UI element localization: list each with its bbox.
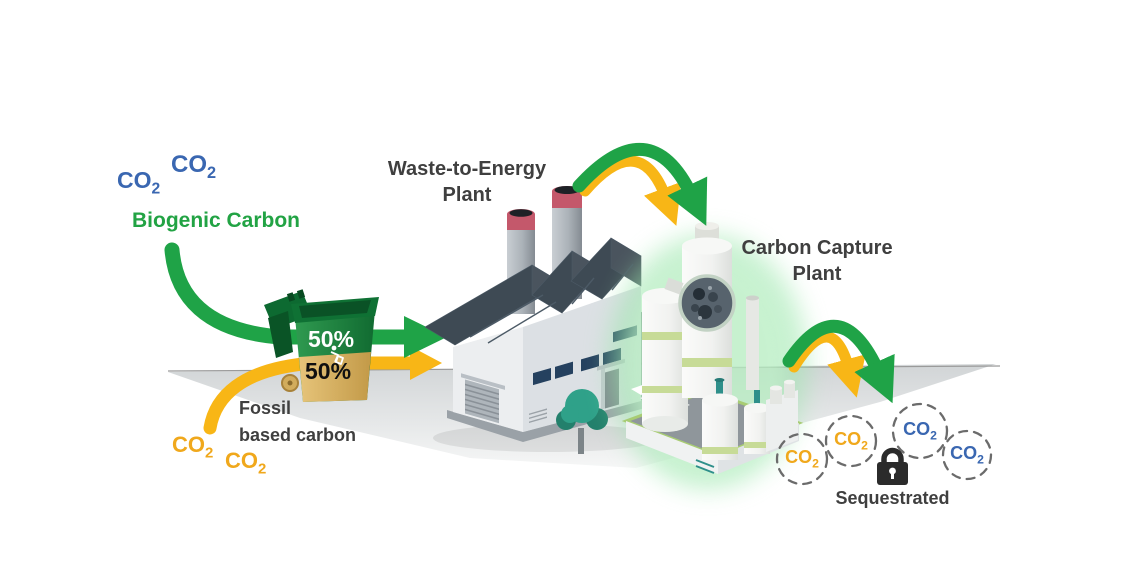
storage-tank — [744, 390, 770, 454]
co2-bubble — [891, 402, 949, 460]
sequestrated-label: Sequestrated — [835, 488, 950, 508]
fossil-carbon-label-line1: Fossil — [239, 398, 292, 418]
sawtooth-roof — [424, 237, 642, 346]
carbon-capture-title-line2: Plant — [792, 263, 842, 285]
garage-door — [461, 373, 505, 424]
recycle-figure-icon — [330, 345, 344, 365]
sequestrated-co2-bubble-label: CO2 — [903, 419, 937, 443]
carbon-capture-title-line1: Carbon Capture — [741, 237, 893, 259]
factory-base — [447, 399, 645, 442]
bin-biogenic-share: 50% — [308, 326, 355, 352]
carbon-sphere — [678, 274, 736, 332]
biogenic-feed-arrow — [164, 242, 447, 358]
capture-output-green-arrow — [782, 319, 895, 404]
fossil-co2-label: CO2 — [225, 448, 267, 478]
carbon-capture-title: Carbon Capture Plant — [733, 235, 901, 287]
co2-bubble — [824, 414, 878, 468]
co2-bubbles — [775, 402, 993, 486]
waste-bin-icon — [264, 289, 379, 402]
capture-output-yellow-arrow — [788, 331, 866, 398]
flue-gas-green-arrow — [572, 143, 708, 226]
sequestrated-co2-bubble-label: CO2 — [834, 429, 868, 453]
waste-to-energy-title-line2: Plant — [442, 184, 492, 206]
waste-to-energy-title-line1: Waste-to-Energy — [387, 158, 547, 180]
waste-to-energy-title: Waste-to-Energy Plant — [377, 156, 557, 208]
biogenic-co2-label: CO2 — [117, 167, 161, 198]
capture-tower — [664, 222, 736, 398]
fossil-co2-label: CO2 — [172, 432, 214, 462]
tree-icon — [556, 389, 608, 454]
storage-tank — [702, 378, 738, 460]
co2-bubble — [941, 429, 993, 481]
sequestrated-co2-bubble-label: CO2 — [785, 447, 819, 471]
co2-bubble — [775, 432, 829, 486]
waste-to-energy-plant-illustration — [424, 186, 663, 454]
absorber-tower — [642, 288, 688, 432]
carbon-capture-plant-illustration — [621, 222, 804, 474]
process-unit — [766, 379, 798, 452]
flue-gas-yellow-arrow — [579, 155, 682, 226]
fossil-carbon-label: Fossil based carbon — [239, 395, 356, 449]
biogenic-carbon-label: Biogenic Carbon — [132, 209, 301, 232]
fossil-carbon-label-line2: based carbon — [239, 425, 357, 445]
sequestrated-co2-bubble-label: CO2 — [950, 443, 984, 467]
lock-icon — [877, 447, 908, 485]
vent-grille — [529, 408, 547, 423]
biogenic-co2-label: CO2 — [171, 151, 217, 182]
bin-fossil-share: 50% — [305, 358, 352, 384]
